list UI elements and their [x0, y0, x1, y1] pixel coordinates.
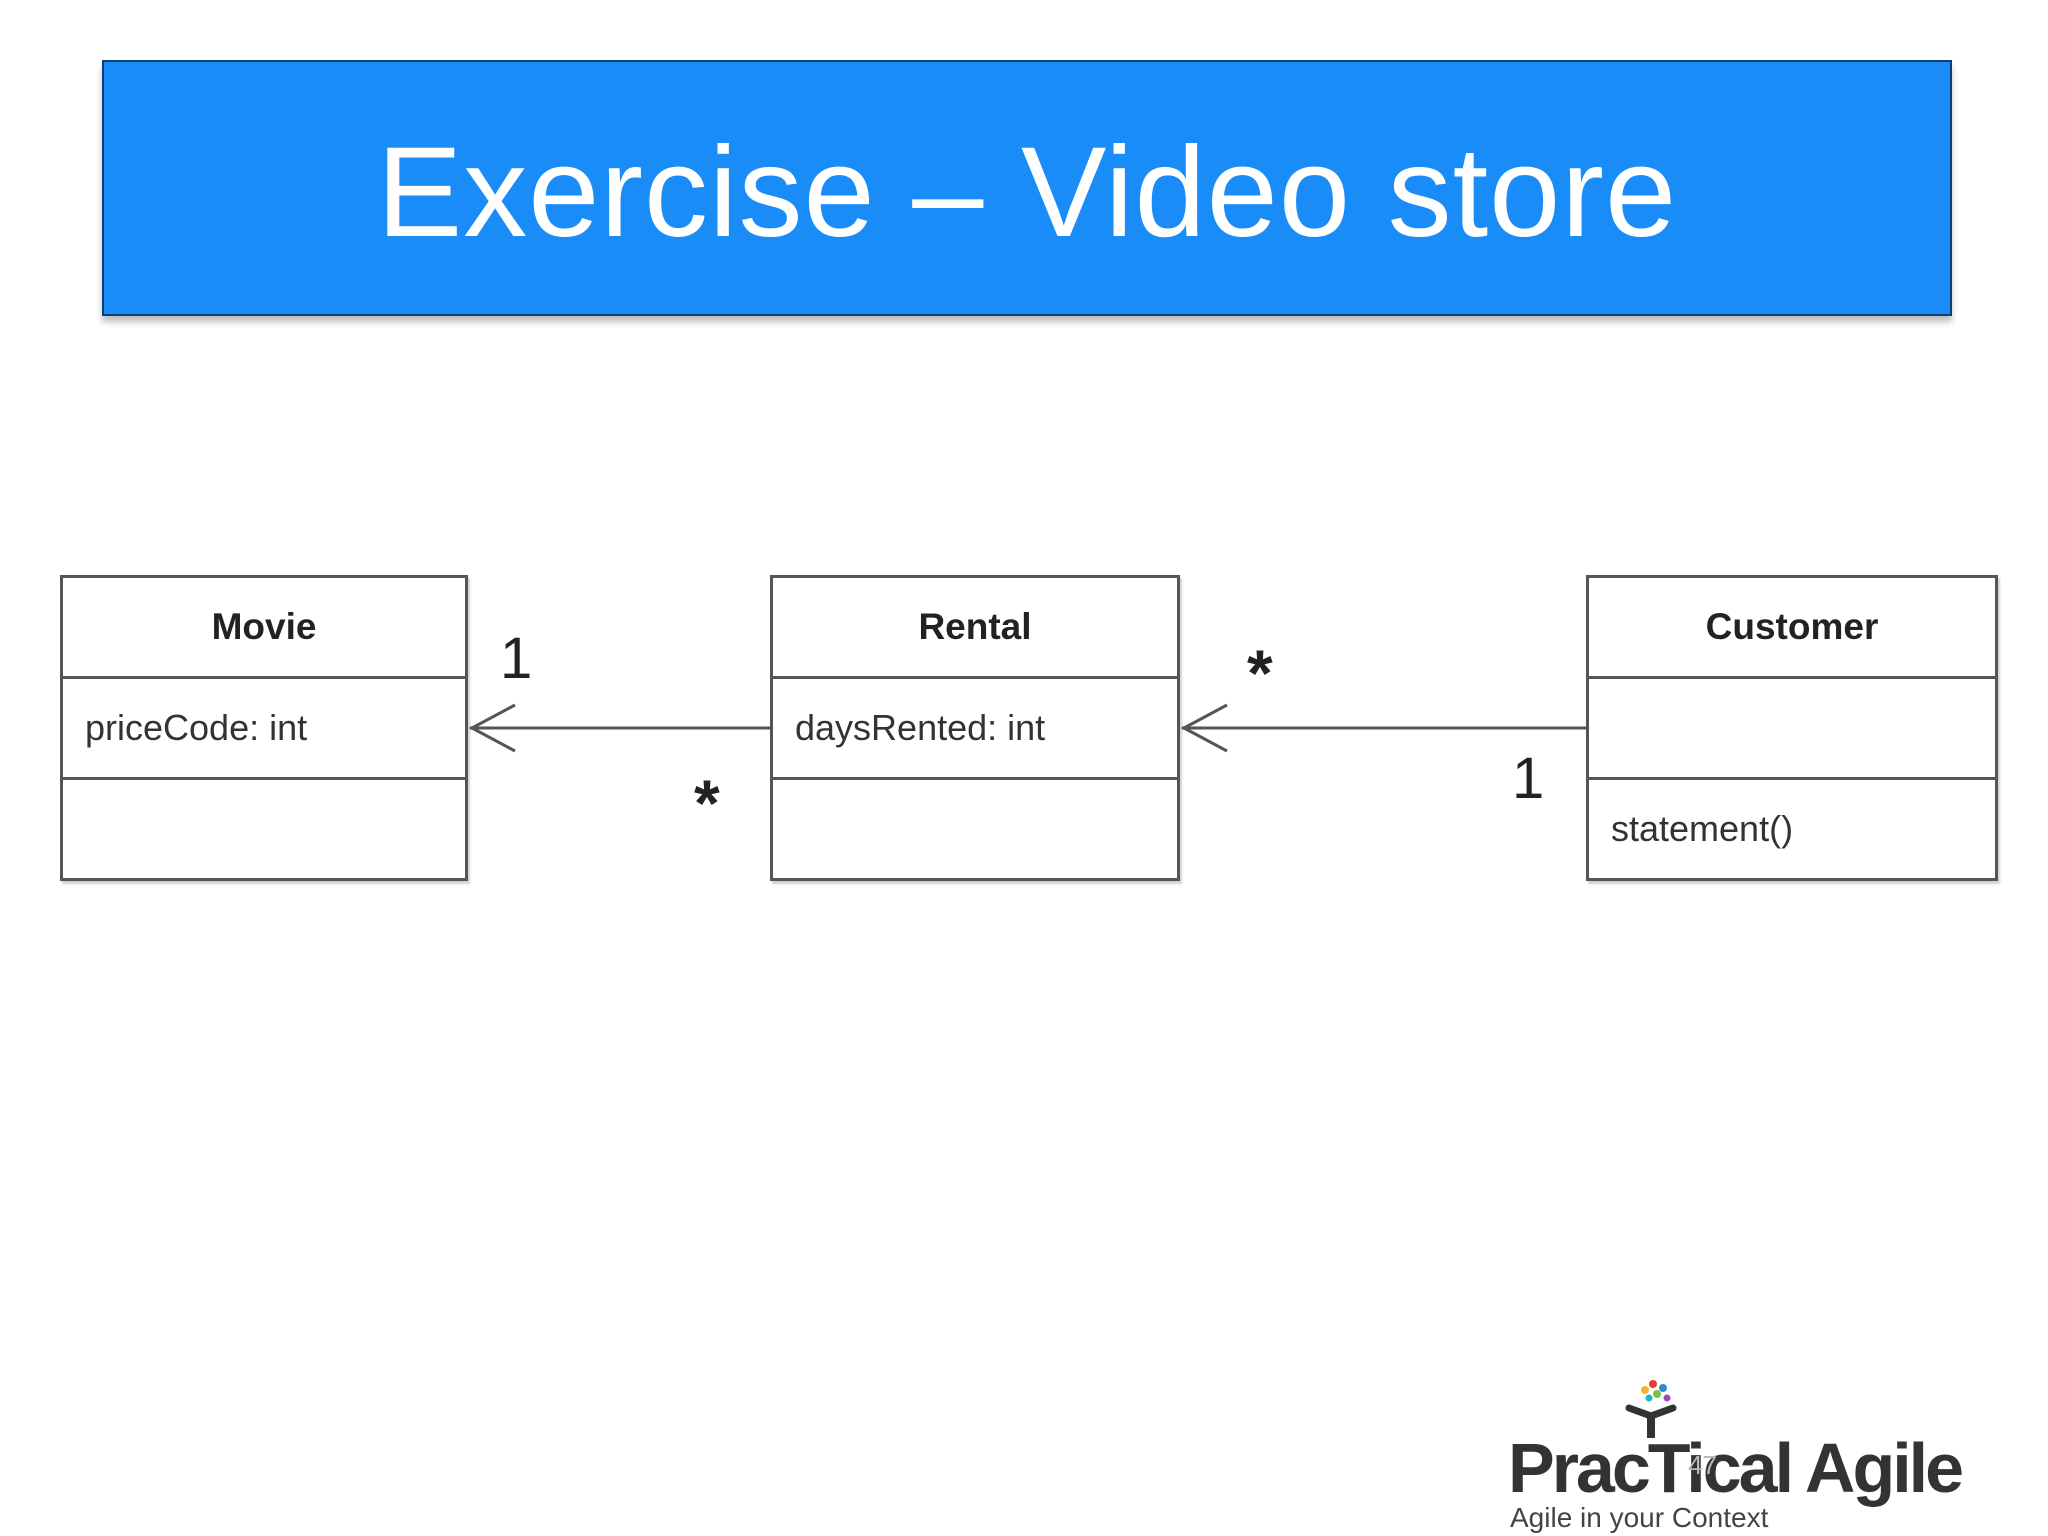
slide-title: Exercise – Video store — [376, 120, 1678, 264]
rental-operations — [773, 777, 1177, 878]
multiplicity-rental-end-left: * — [694, 766, 720, 840]
movie-operations — [63, 777, 465, 878]
multiplicity-rental-end-right: * — [1247, 636, 1273, 710]
logo-figure-icon — [1625, 1380, 1677, 1438]
page-number: 47 — [1688, 1450, 1717, 1480]
customer-operations: statement() — [1589, 777, 1995, 878]
logo-tagline: Agile in your Context — [1510, 1502, 1769, 1533]
customer-class-name: Customer — [1705, 606, 1879, 647]
customer-attributes — [1589, 676, 1995, 777]
movie-class-name: Movie — [211, 606, 317, 647]
practical-agile-logo: PracTical Agile Agile in your Context — [1508, 1378, 1964, 1533]
movie-navigability-arrow — [468, 703, 516, 753]
multiplicity-movie-end: 1 — [500, 626, 533, 691]
title-banner: Exercise – Video store — [102, 60, 1952, 316]
customer-class-box: Customer statement() — [1586, 575, 1998, 881]
rental-attributes: daysRented: int — [773, 676, 1177, 777]
multiplicity-customer-end: 1 — [1512, 746, 1545, 811]
movie-class-box: Movie priceCode: int — [60, 575, 468, 881]
logo-wordmark: PracTical Agile — [1508, 1429, 1964, 1507]
rental-navigability-arrow — [1180, 703, 1228, 753]
rental-class-box: Rental daysRented: int — [770, 575, 1180, 881]
movie-attributes: priceCode: int — [63, 676, 465, 777]
rental-class-name: Rental — [918, 606, 1032, 647]
